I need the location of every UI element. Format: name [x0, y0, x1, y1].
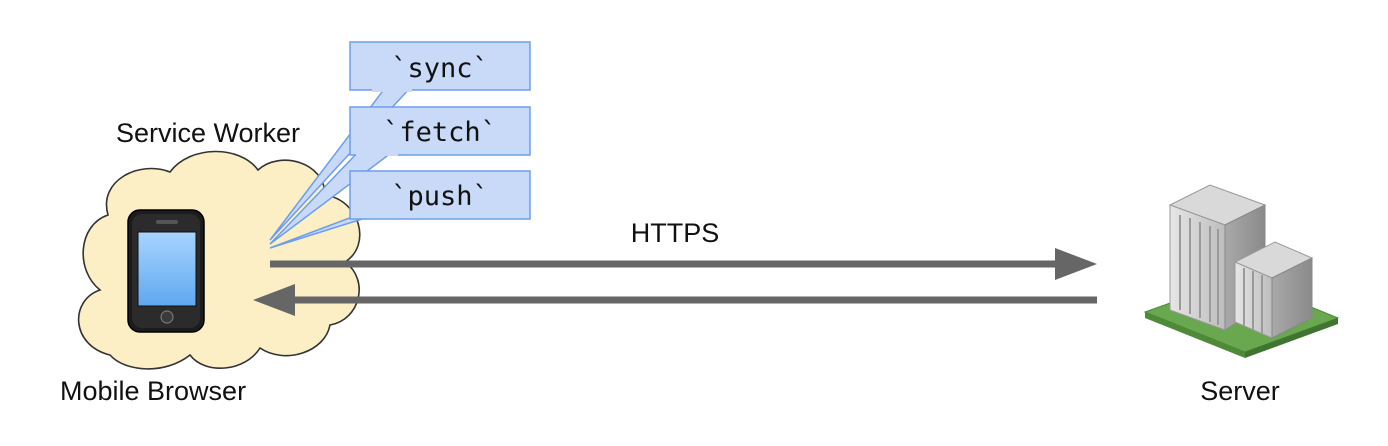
server-label: Server [1200, 376, 1280, 406]
request-arrow [270, 248, 1097, 280]
mobile-browser-label: Mobile Browser [60, 376, 246, 406]
event-label-fetch: `fetch` [383, 117, 497, 148]
service-worker-label: Service Worker [116, 118, 300, 148]
response-arrow [253, 284, 1097, 316]
event-callout-sync: `sync` [349, 41, 531, 92]
event-callout-push: `push` [349, 170, 531, 220]
event-label-sync: `sync` [391, 53, 489, 84]
event-callout-fetch: `fetch` [349, 106, 531, 156]
server-building-icon [1143, 184, 1340, 358]
event-label-push: `push` [391, 181, 489, 212]
mobile-phone-icon [127, 209, 205, 333]
https-label: HTTPS [631, 218, 720, 248]
